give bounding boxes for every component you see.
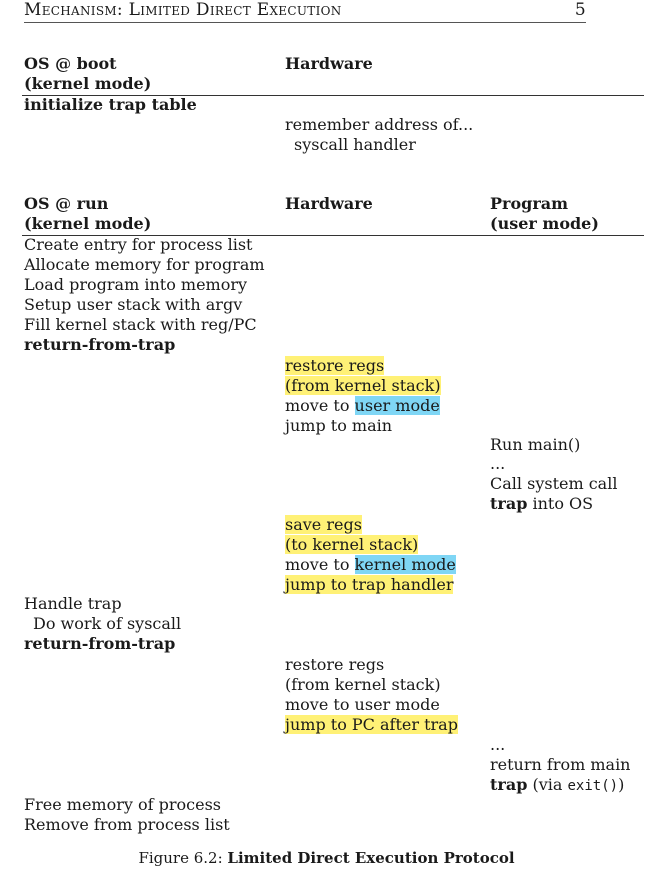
- prog-ellipsis: ...: [490, 735, 506, 754]
- prog-return-from-main: return from main: [490, 755, 631, 774]
- hw-to-kernel-stack: (to kernel stack): [285, 535, 419, 555]
- os-step: Fill kernel stack with reg/PC: [24, 315, 257, 334]
- os-free-memory: Free memory of process: [24, 795, 222, 814]
- hw-user-mode-text: user mode: [354, 396, 440, 415]
- figure-caption-label: Figure 6.2:: [138, 849, 228, 867]
- running-head-rule: [24, 22, 586, 23]
- hw-jump-to-pc-after-trap: jump to PC after trap: [285, 715, 458, 735]
- hw-kernel-mode-text: kernel mode: [354, 555, 456, 574]
- running-head: Mechanism: Limited Direct Execution 5: [24, 0, 586, 22]
- prog-trap-via-exit: trap (via exit()): [490, 775, 624, 796]
- boot-hw-line1: remember address of...: [285, 115, 474, 134]
- os-step: Allocate memory for program: [24, 255, 265, 274]
- boot-os-header-line2: (kernel mode): [24, 74, 152, 93]
- hw-jump-to-trap-handler: jump to trap handler: [285, 575, 454, 595]
- boot-header-rule: [22, 95, 644, 96]
- hw-save-regs-text: save regs: [285, 515, 362, 534]
- run-prog-header-line1: Program: [490, 194, 569, 213]
- hw-save-regs: save regs: [285, 515, 362, 535]
- prog-run-main: Run main(): [490, 435, 581, 454]
- hw-move-to-user-mode: move to user mode: [285, 695, 440, 714]
- running-head-title: Mechanism: Limited Direct Execution: [24, 0, 342, 20]
- hw-jump-to-pc-text: jump to PC after trap: [285, 715, 458, 734]
- os-step: Setup user stack with argv: [24, 295, 243, 314]
- hw-move-to-text: move to: [285, 555, 355, 574]
- hw-restore-regs: restore regs: [285, 655, 385, 674]
- prog-trap-keyword: trap: [490, 775, 528, 794]
- hw-restore-regs: restore regs: [285, 356, 385, 376]
- prog-into-os-text: into OS: [527, 494, 594, 513]
- run-prog-header-line2: (user mode): [490, 214, 599, 233]
- boot-hw-header: Hardware: [285, 54, 373, 73]
- prog-via-text: (via: [527, 775, 568, 794]
- figure-caption-title: Limited Direct Execution Protocol: [227, 849, 515, 867]
- hw-from-kernel-stack: (from kernel stack): [285, 376, 441, 396]
- prog-call-syscall: Call system call: [490, 474, 618, 493]
- prog-trap-keyword: trap: [490, 494, 528, 513]
- os-step: Load program into memory: [24, 275, 248, 294]
- run-os-header-line1: OS @ run: [24, 194, 109, 213]
- prog-via-close: ): [618, 775, 625, 794]
- os-step: Create entry for process list: [24, 235, 253, 254]
- os-return-from-trap: return-from-trap: [24, 335, 176, 354]
- prog-trap-into-os: trap into OS: [490, 494, 593, 514]
- os-handle-trap: Handle trap: [24, 594, 122, 613]
- hw-jump-to-trap-handler-text: jump to trap handler: [285, 575, 454, 594]
- boot-os-action: initialize trap table: [24, 95, 197, 114]
- figure-caption: Figure 6.2: Limited Direct Execution Pro…: [0, 849, 653, 867]
- hw-move-to-kernel-mode: move to kernel mode: [285, 555, 456, 575]
- hw-jump-to-main: jump to main: [285, 416, 393, 435]
- os-return-from-trap: return-from-trap: [24, 634, 176, 653]
- hw-from-kernel-stack: (from kernel stack): [285, 675, 441, 694]
- run-os-header-line2: (kernel mode): [24, 214, 152, 233]
- hw-move-to-user-mode: move to user mode: [285, 396, 440, 416]
- page-number: 5: [574, 0, 586, 20]
- hw-move-to-text: move to: [285, 396, 355, 415]
- os-do-work-of-syscall: Do work of syscall: [33, 614, 182, 633]
- prog-ellipsis: ...: [490, 454, 506, 473]
- run-header-rule: [22, 235, 644, 236]
- boot-os-header-line1: OS @ boot: [24, 54, 117, 73]
- prog-exit-code: exit(): [567, 778, 619, 794]
- run-hw-header: Hardware: [285, 194, 373, 213]
- hw-to-kernel-stack-text: (to kernel stack): [285, 535, 419, 554]
- hw-restore-regs-text: restore regs: [285, 356, 385, 375]
- hw-from-kernel-stack-text: (from kernel stack): [285, 376, 441, 395]
- boot-hw-line2: syscall handler: [294, 135, 416, 154]
- os-remove-from-process-list: Remove from process list: [24, 815, 230, 834]
